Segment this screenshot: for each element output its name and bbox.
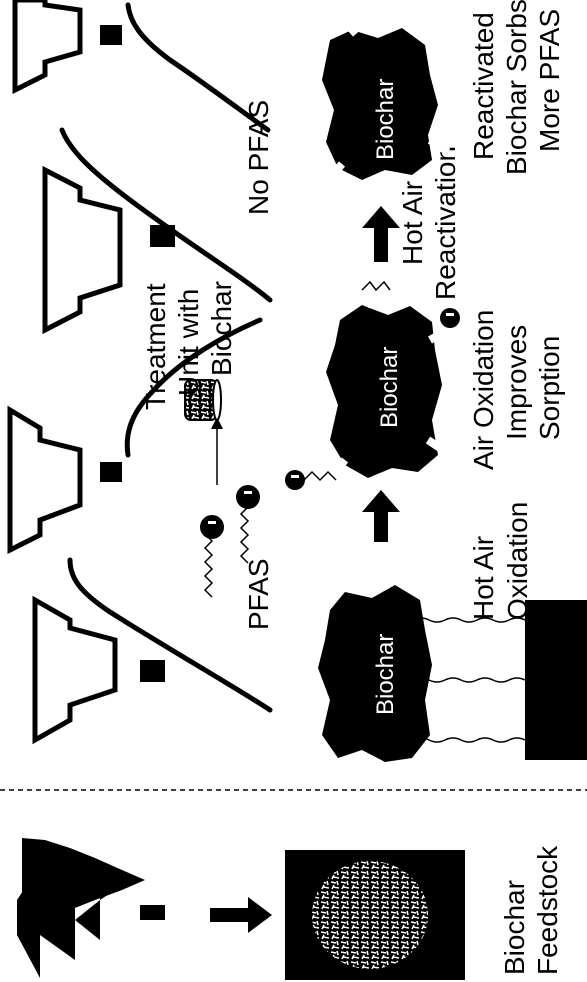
treatment-label-line3: Biochar (206, 281, 237, 376)
surface-sites-3 (324, 15, 451, 183)
process-arrow-1 (362, 490, 400, 542)
surface-sites-2 (328, 287, 450, 479)
treatment-label-line1: Treatment (140, 283, 171, 410)
hot-air-oxidation-label-line1: Hot Air (468, 536, 499, 620)
reactivated-label-line2: Biochar Sorbs (501, 0, 532, 175)
feedstock-label-line2: Feedstock (532, 845, 563, 975)
biochar-particle-3 (322, 28, 438, 180)
no-pfas-label: No PFAS (243, 100, 274, 215)
biochar-particle-label-2: Biochar (376, 347, 403, 428)
reactivated-label-line3: More PFAS (534, 9, 565, 152)
process-arrow-2 (362, 206, 400, 262)
pfas-molecule-icon (200, 485, 260, 598)
stream-channel-contaminated (67, 317, 273, 713)
treatment-unit-icon (184, 379, 222, 421)
reactivation-label-line1: Hot Air (397, 181, 428, 265)
improves-label-line3: Sorption (534, 336, 565, 440)
biochar-particle-label-1: Biochar (372, 634, 399, 715)
feedstock-arrow (210, 897, 272, 933)
improves-label-line2: Improves (501, 325, 532, 440)
treatment-label-line2: Unit with (173, 289, 204, 396)
feedstock-image (285, 850, 465, 980)
feedstock-label-line1: Biochar (499, 880, 530, 975)
improves-label-line1: Air Oxidation (468, 310, 499, 470)
bound-pfas-icon (285, 280, 460, 490)
hot-air-oxidation-label-line2: Oxidation (502, 502, 533, 620)
biochar-particle-label-3: Biochar (372, 79, 399, 160)
feedstock-tree-icon (17, 838, 165, 978)
tree-icon-2 (7, 405, 122, 555)
biochar-particle-1 (318, 585, 432, 762)
biochar-particle-2 (326, 305, 442, 478)
tree-icon-1 (32, 595, 165, 745)
stream-channel-clean (59, 2, 273, 303)
reactivation-label-line2: Reactivation (430, 146, 461, 300)
tree-icon-4 (12, 0, 122, 95)
heater-block (525, 600, 587, 760)
reactivated-label-line1: Reactivated (468, 12, 499, 160)
pfas-label: PFAS (243, 558, 274, 630)
